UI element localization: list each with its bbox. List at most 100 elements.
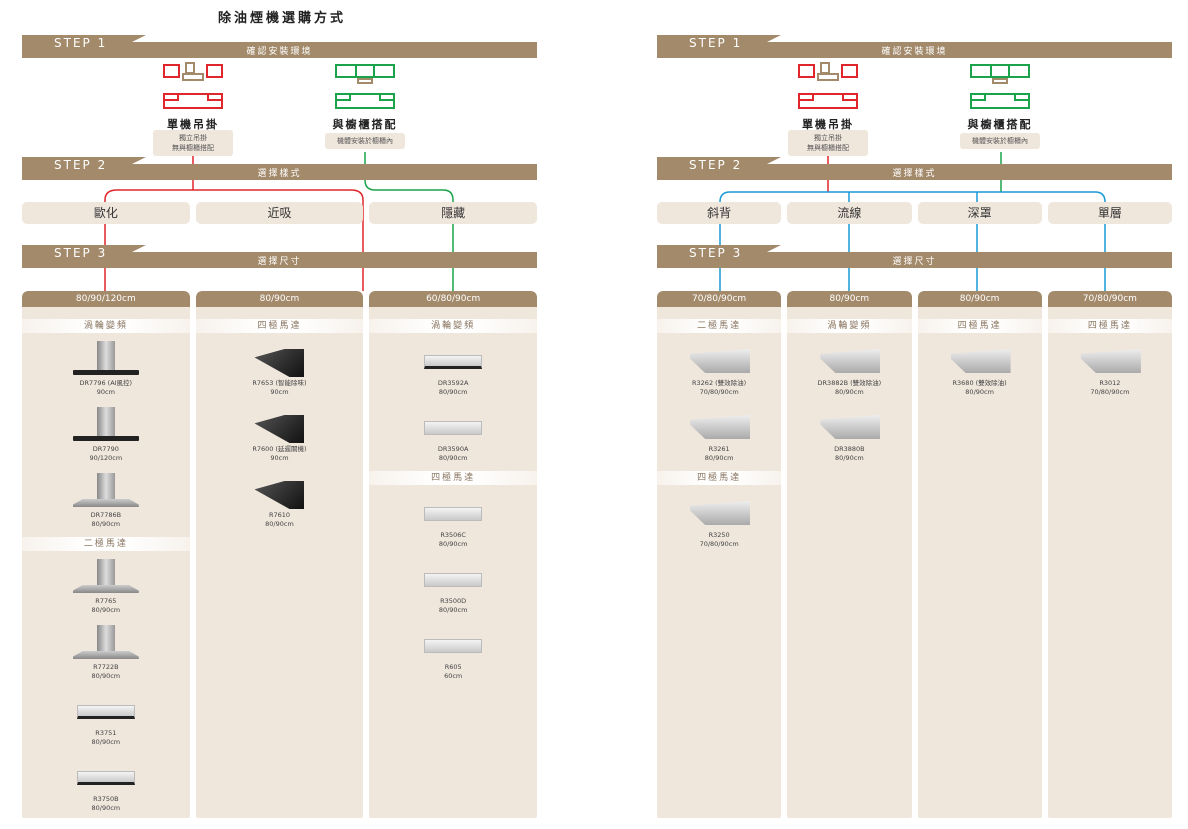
step-label: STEP 1 [54,36,108,50]
product-caption: R7600 (延遲關機)90cm [196,445,364,463]
motor-type-band: 四極馬達 [657,471,782,485]
style-button[interactable]: 隱藏 [369,202,537,224]
product-size: 80/90cm [91,520,121,528]
install-option-label: 與櫥櫃搭配 [332,118,398,131]
product-item[interactable]: R3680 (雙效除油)80/90cm [918,333,1042,399]
icon-part [357,78,373,84]
style-button[interactable]: 歐化 [22,202,190,224]
product-model: R3261 [708,445,730,453]
range-hood-image [420,625,486,661]
step-tab [22,245,146,253]
style-button[interactable]: 深罩 [917,202,1042,224]
desc-line: 獨立吊掛 [814,134,842,142]
size-header[interactable]: 60/80/90cm [369,291,537,307]
product-item[interactable]: R7653 (智能除味)90cm [196,333,364,399]
size-header[interactable]: 70/80/90cm [1047,291,1172,307]
install-option-hanging[interactable]: 單機吊掛 [783,62,873,132]
style-button[interactable]: 流線 [787,202,912,224]
hood-body [72,499,139,507]
icon-part [163,93,223,109]
hood-body [950,349,1011,373]
icon-part [355,64,375,78]
hood-body [72,585,139,593]
hood-body [690,501,751,525]
product-size: 80/90cm [438,388,468,396]
icon-part [798,93,858,109]
product-model: R3500D [440,597,467,605]
range-hood-image [420,493,486,529]
icon-part [970,93,1030,109]
size-header[interactable]: 70/80/90cm [657,291,782,307]
style-button[interactable]: 近吸 [195,202,364,224]
product-size: 90cm [270,454,289,462]
cabinet-icon [163,62,223,110]
range-hood-image [947,341,1013,377]
icon-part [163,64,180,78]
product-size: 70/80/90cm [1090,388,1130,396]
size-header[interactable]: 80/90cm [787,291,912,307]
icon-part [335,93,395,109]
size-header[interactable]: 80/90/120cm [22,291,190,307]
range-hood-image [72,407,139,443]
hood-body [690,349,751,373]
product-size: 80/90cm [265,520,294,528]
install-option-hanging[interactable]: 單機吊掛 [148,62,238,132]
style-button[interactable]: 斜背 [657,202,782,224]
product-item[interactable]: R7600 (延遲關機)90cm [196,399,364,465]
install-option-desc: 機體安裝於櫥櫃內 [325,133,405,149]
product-model: R3680 (雙效除油) [952,379,1007,387]
desc-line: 無與櫥櫃搭配 [807,144,849,152]
chimney [96,625,115,655]
product-item[interactable]: R3262 (雙效除油)70/80/90cm [657,333,781,399]
size-header[interactable]: 80/90cm [195,291,364,307]
product-model: R7722B [93,663,119,671]
step-tab [22,35,146,43]
step-subtitle: 確認安裝環境 [246,47,313,57]
install-option-cabinet[interactable]: 與櫥櫃搭配 [320,62,410,132]
size-header[interactable]: 80/90cm [917,291,1042,307]
product-caption: DR3882B (雙效除油)80/90cm [787,379,911,397]
desc-line: 機體安裝於櫥櫃內 [337,137,393,145]
product-model: DR7790 [92,445,119,453]
range-hood-image [420,407,486,443]
product-item[interactable]: DR3882B (雙效除油)80/90cm [787,333,911,399]
install-option-cabinet[interactable]: 與櫥櫃搭配 [955,62,1045,132]
style-button[interactable]: 單層 [1047,202,1172,224]
range-hood-image [420,559,486,595]
cabinet-icon [798,62,858,110]
product-item[interactable]: DR7796 (AI風控)90cm [22,333,190,399]
chimney [96,473,115,503]
motor-type-band: 二極馬達 [657,319,782,333]
install-option-label: 與櫥櫃搭配 [967,118,1033,131]
